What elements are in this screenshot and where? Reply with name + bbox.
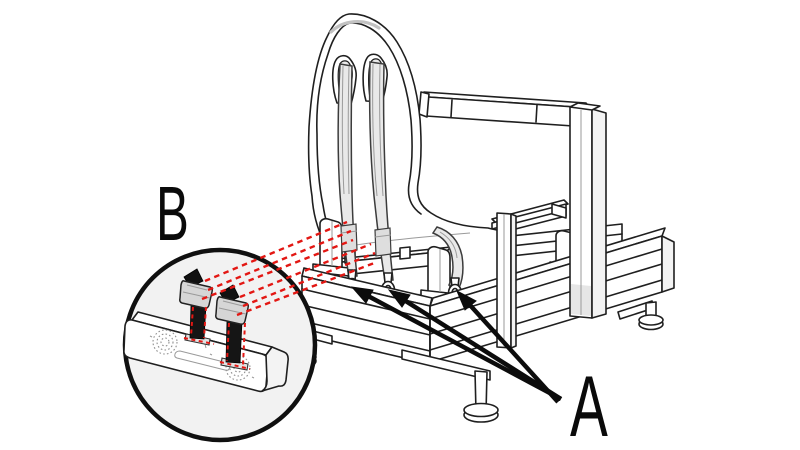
label-A-text: A [570, 359, 608, 450]
foot-right [617, 300, 664, 331]
belt-clamp-right [215, 284, 249, 371]
label-attachment: A [570, 359, 608, 450]
projection-lines [183, 220, 378, 370]
label-B-text: B [156, 170, 189, 257]
frame-right-post [569, 102, 607, 319]
foot-center [401, 349, 499, 423]
belt-clamp-left [179, 268, 213, 346]
detail-circle [122, 247, 318, 443]
shoulder-belt-left [337, 63, 358, 278]
lap-belt [431, 226, 464, 289]
shoulder-belt-right [368, 61, 394, 282]
projection-detail-dashes [183, 306, 251, 370]
wheel-deck-post [496, 212, 517, 349]
label-detail-view: B [156, 170, 189, 257]
callout-arrows [350, 286, 563, 404]
